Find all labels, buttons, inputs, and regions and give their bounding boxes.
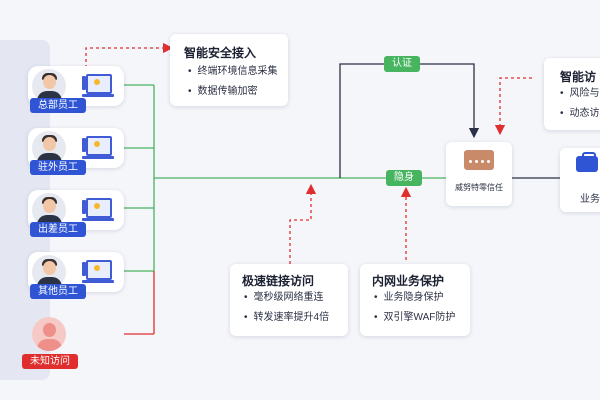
callout-title: 极速链接访问 [242,274,315,288]
user-card-hq[interactable] [28,66,124,106]
user-label-other: 其他员工 [30,284,86,299]
tag-hidden: 隐身 [386,170,422,186]
unknown-link [124,271,155,335]
callout-items: 终端环境信息采集 数据传输加密 [188,62,278,102]
callout-item: 风险与 [560,84,600,104]
callout-item: 终端环境信息采集 [188,62,278,82]
zero-trust-gateway[interactable]: 威努特零信任 [446,142,512,206]
callout-items: 毫秒级网络重连 转发速率提升4倍 [244,288,330,328]
callout-smart-access: 智能访 风险与 动态访 [544,58,600,130]
callout-item: 转发速率提升4倍 [244,308,330,328]
gateway-device-icon [464,150,494,170]
callout-title: 内网业务保护 [372,274,445,288]
callout-pointers [85,42,532,264]
user-label-travel: 出差员工 [30,222,86,237]
callout-intranet-protection: 内网业务保护 业务隐身保护 双引擎WAF防护 [360,264,470,336]
computer-icon [82,136,114,160]
callout-title: 智能访 [560,70,597,84]
callout-item: 数据传输加密 [188,82,278,102]
user-label-remote: 驻外员工 [30,160,86,175]
user-label-hq: 总部员工 [30,98,86,113]
computer-icon [82,198,114,222]
callout-item: 业务隐身保护 [374,288,455,308]
callout-items: 风险与 动态访 [560,84,600,124]
employee-avatar [32,69,66,103]
callout-item: 双引擎WAF防护 [374,308,456,328]
callout-secure-access: 智能安全接入 终端环境信息采集 数据传输加密 [170,34,288,106]
gateway-label: 威努特零信任 [455,183,503,192]
side-letter-c: C [0,296,1,306]
computer-icon [82,74,114,98]
callout-title: 智能安全接入 [184,46,257,60]
business-label: 业务 [580,194,600,205]
user-label-unknown: 未知访问 [22,354,78,369]
callout-item: 动态访 [560,104,600,124]
briefcase-icon [576,156,598,172]
callout-fast-link: 极速链接访问 毫秒级网络重连 转发速率提升4倍 [230,264,348,336]
callout-items: 业务隐身保护 双引擎WAF防护 [374,288,456,328]
business-system[interactable]: 业务 [560,148,600,212]
employee-links [124,84,446,272]
user-card-unknown[interactable] [28,314,72,354]
tag-auth: 认证 [384,56,420,72]
briefcase-handle [582,152,596,159]
computer-icon [82,260,114,284]
callout-item: 毫秒级网络重连 [244,288,329,308]
unknown-user-avatar [32,317,66,351]
